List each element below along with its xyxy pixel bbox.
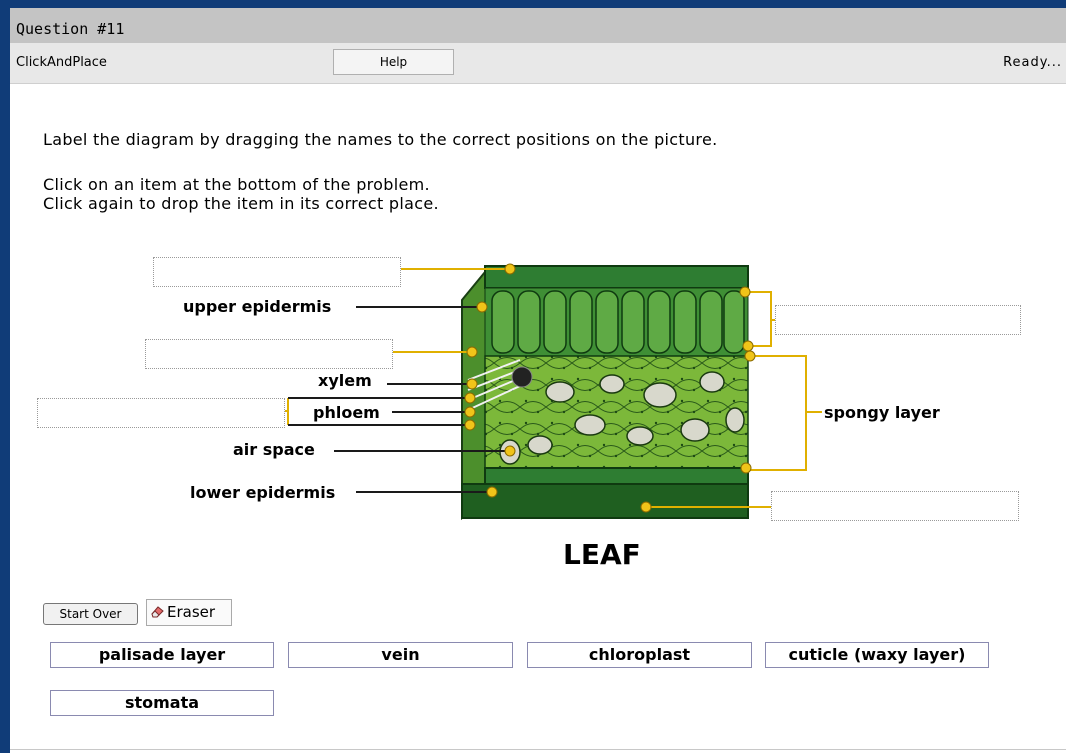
- drop-target-5[interactable]: [771, 491, 1019, 521]
- diagram-title: LEAF: [563, 538, 641, 571]
- drop-target-4[interactable]: [775, 305, 1021, 335]
- drop-target-1[interactable]: [153, 257, 401, 287]
- label-phloem: phloem: [313, 403, 380, 422]
- instruction-line-3: Click again to drop the item in its corr…: [43, 194, 439, 213]
- choice-stomata[interactable]: stomata: [50, 690, 274, 716]
- choice-chloroplast[interactable]: chloroplast: [527, 642, 752, 668]
- leaf-upper-epidermis: [484, 265, 749, 289]
- eraser-icon: [151, 606, 164, 618]
- label-xylem: xylem: [318, 371, 372, 390]
- drop-target-3[interactable]: [37, 398, 285, 428]
- label-upper-epidermis: upper epidermis: [183, 297, 332, 316]
- choice-cuticle[interactable]: cuticle (waxy layer): [765, 642, 989, 668]
- label-lines: [288, 306, 510, 493]
- help-button[interactable]: Help: [333, 49, 454, 75]
- air-spaces: [499, 371, 745, 465]
- start-over-button[interactable]: Start Over: [43, 603, 138, 625]
- eraser-button[interactable]: Eraser: [146, 599, 232, 626]
- pointer-dots: [464, 263, 756, 513]
- mode-label: ClickAndPlace: [16, 55, 107, 70]
- choice-palisade-layer[interactable]: palisade layer: [50, 642, 274, 668]
- leaf-lower-epidermis: [484, 467, 749, 485]
- question-title: Question #11: [16, 20, 125, 38]
- instruction-line-2: Click on an item at the bottom of the pr…: [43, 175, 430, 194]
- question-title-bar: Question #11: [10, 8, 1066, 43]
- choice-vein[interactable]: vein: [288, 642, 513, 668]
- toolbar: ClickAndPlace Help Ready...: [10, 43, 1066, 84]
- instruction-line-1: Label the diagram by dragging the names …: [43, 130, 718, 149]
- status-text: Ready...: [1003, 55, 1062, 70]
- label-air-space: air space: [233, 440, 315, 459]
- drop-target-2[interactable]: [145, 339, 393, 369]
- xylem-cluster: [511, 366, 533, 388]
- pointer-lines: [270, 268, 822, 508]
- palisade-cells: [491, 290, 745, 354]
- leaf-bottom-face: [461, 483, 749, 519]
- label-lower-epidermis: lower epidermis: [190, 483, 336, 502]
- label-spongy-layer: spongy layer: [824, 403, 940, 422]
- eraser-label: Eraser: [167, 603, 216, 621]
- bottom-divider: [10, 749, 1066, 750]
